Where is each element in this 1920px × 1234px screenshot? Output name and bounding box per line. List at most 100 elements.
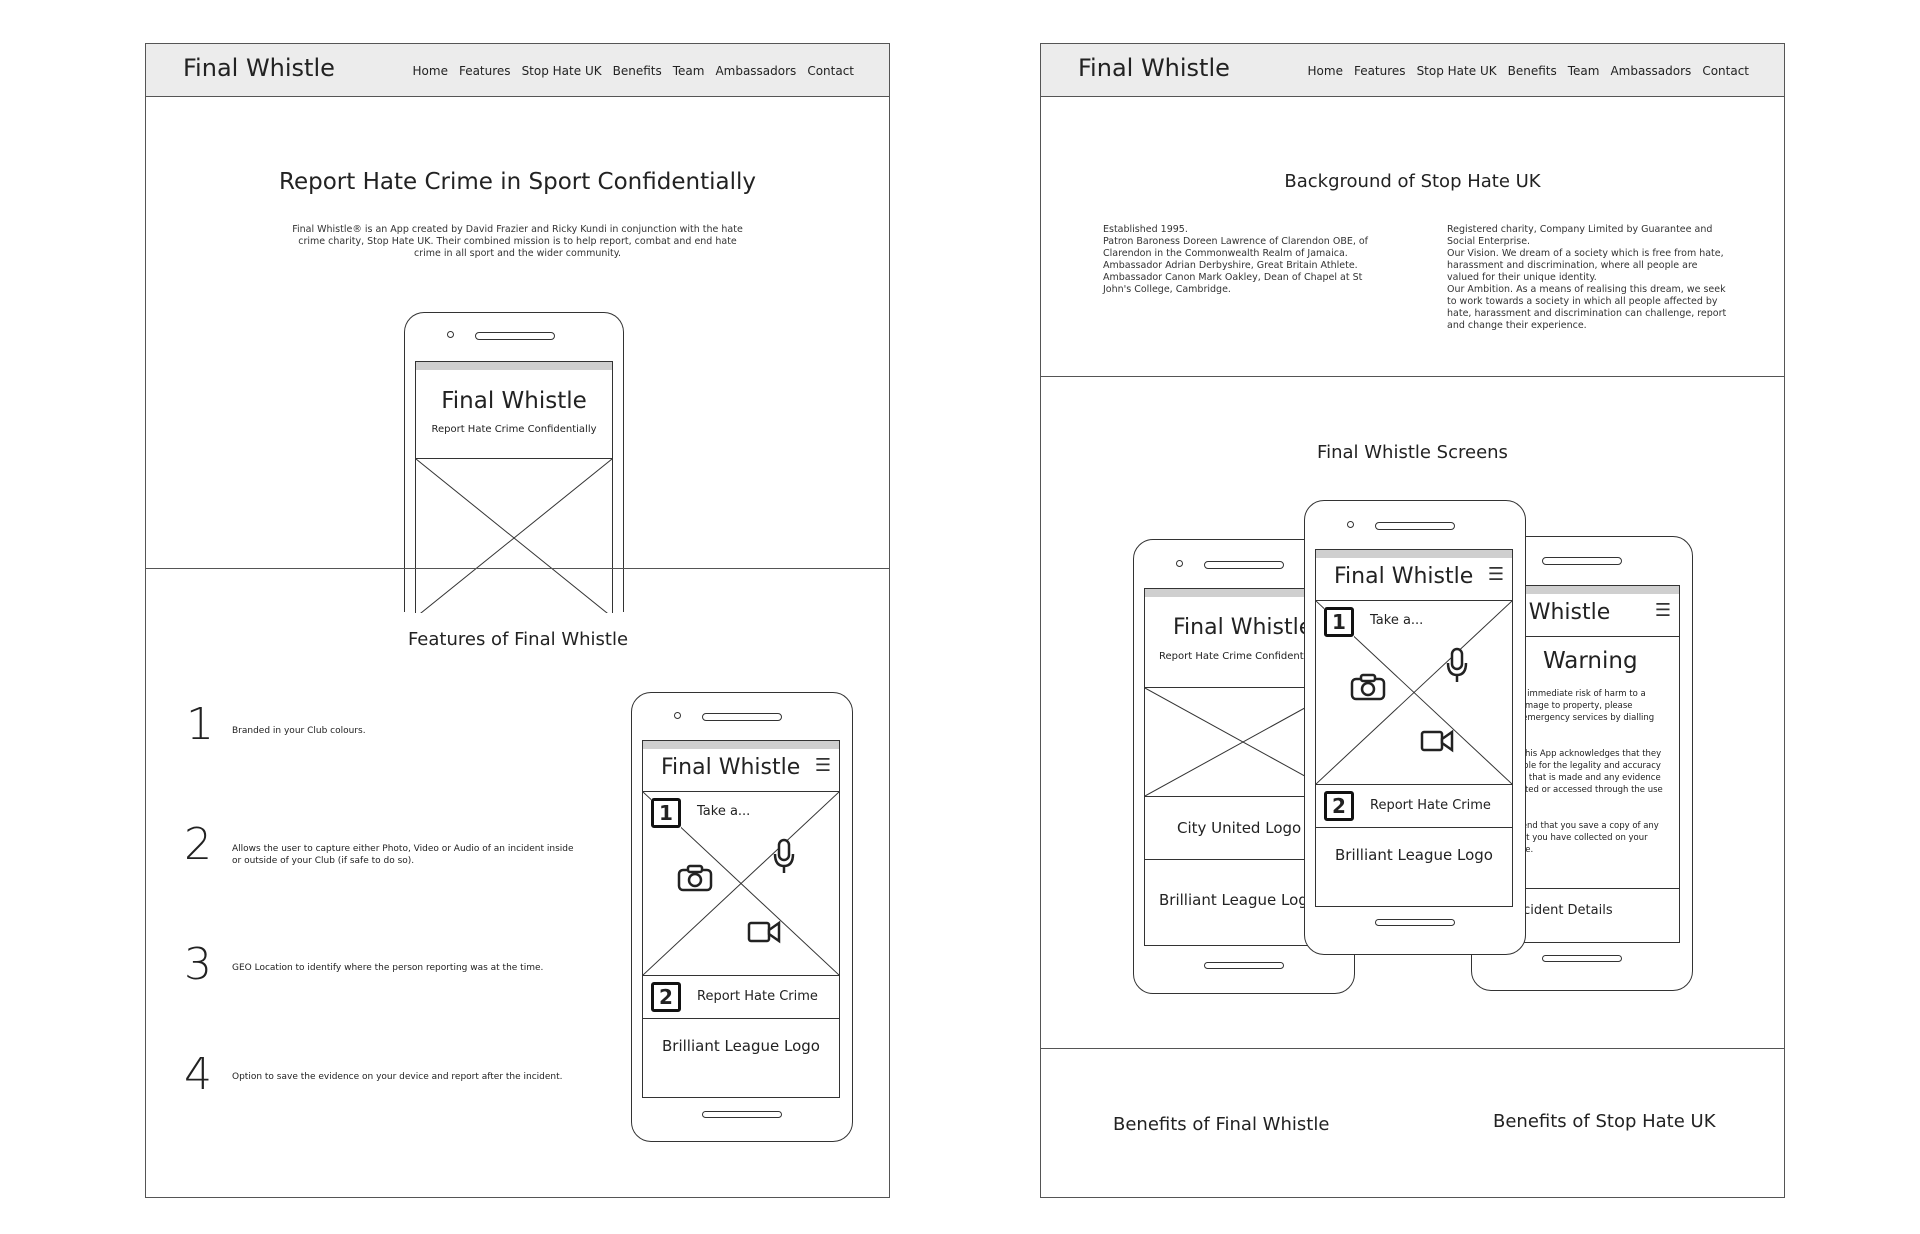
image-placeholder bbox=[416, 458, 612, 613]
step-label: Take a... bbox=[1370, 613, 1424, 628]
background-right-text: Registered charity, Company Limited by G… bbox=[1447, 224, 1727, 331]
phone-camera-icon bbox=[674, 712, 681, 719]
feature-phone-screen: Final Whistle ☰ 1 Take a... 2 Report Hat… bbox=[642, 740, 840, 1098]
screens-title: Final Whistle Screens bbox=[1317, 442, 1508, 463]
phone-app-subtitle: Report Hate Crime Confidentially bbox=[431, 424, 597, 435]
nav-team[interactable]: Team bbox=[672, 64, 705, 78]
phone-home-bar bbox=[1542, 955, 1622, 962]
nav-features[interactable]: Features bbox=[458, 64, 511, 78]
nav-links: Home Features Stop Hate UK Benefits Team… bbox=[1308, 64, 1749, 78]
step-label: Report Hate Crime bbox=[1370, 798, 1491, 813]
phone-speaker bbox=[475, 332, 555, 340]
step-badge: 1 bbox=[651, 798, 681, 828]
report-hate-crime-button[interactable]: 2 Report Hate Crime bbox=[643, 976, 839, 1019]
phone-app-subtitle: Report Hate Crime Confidentially bbox=[1159, 651, 1325, 662]
nav-ambassadors[interactable]: Ambassadors bbox=[715, 64, 797, 78]
phone-app-title: Final Whistle bbox=[441, 388, 587, 414]
capture-area: 1 Take a... bbox=[643, 791, 839, 976]
background-left-text: Established 1995. Patron Baroness Doreen… bbox=[1103, 224, 1369, 295]
benefits-final-whistle-title: Benefits of Final Whistle bbox=[1113, 1114, 1330, 1135]
league-logo: Brilliant League Logo bbox=[662, 1037, 820, 1055]
phone-status-bar bbox=[1483, 586, 1679, 594]
nav-benefits[interactable]: Benefits bbox=[612, 64, 662, 78]
phone-home-bar bbox=[1204, 962, 1284, 969]
phone-speaker bbox=[1542, 557, 1622, 565]
phone-speaker bbox=[702, 713, 782, 721]
nav-benefits[interactable]: Benefits bbox=[1507, 64, 1557, 78]
phone-app-title: Final Whistle bbox=[661, 755, 801, 780]
phone-camera-icon bbox=[447, 331, 454, 338]
camera-icon[interactable] bbox=[677, 864, 713, 892]
hero-title: Report Hate Crime in Sport Confidentiall… bbox=[279, 169, 756, 195]
step-label: Take a... bbox=[697, 804, 751, 819]
feature-number-2: 2 bbox=[184, 819, 212, 870]
step-label: Report Hate Crime bbox=[697, 989, 818, 1004]
wireframe-page-home: Final Whistle Home Features Stop Hate UK… bbox=[145, 43, 890, 1198]
feature-number-3: 3 bbox=[184, 939, 212, 990]
row-divider bbox=[1145, 859, 1341, 860]
menu-icon[interactable]: ☰ bbox=[814, 755, 831, 776]
phone-app-title: Final Whistle bbox=[1173, 615, 1313, 640]
league-logo: Brilliant League Logo bbox=[1159, 891, 1317, 909]
warning-title: Warning bbox=[1543, 648, 1638, 674]
camera-icon[interactable] bbox=[1350, 673, 1386, 701]
benefits-stop-hate-uk-title: Benefits of Stop Hate UK bbox=[1493, 1111, 1716, 1132]
feature-number-4: 4 bbox=[184, 1049, 212, 1100]
feature-text-4: Option to save the evidence on your devi… bbox=[232, 1072, 563, 1082]
nav-team[interactable]: Team bbox=[1567, 64, 1600, 78]
screen-phone-capture: Final Whistle ☰ 1 Take a... 2 Report Hat… bbox=[1304, 500, 1526, 955]
background-title: Background of Stop Hate UK bbox=[1284, 171, 1541, 192]
phone-screen: Final Whistle ☰ 1 Take a... 2 Report Hat… bbox=[1315, 549, 1513, 907]
phone-status-bar bbox=[1316, 550, 1512, 558]
phone-camera-icon bbox=[1176, 560, 1183, 567]
features-title: Features of Final Whistle bbox=[407, 629, 629, 650]
hero-text: Final Whistle® is an App created by Davi… bbox=[292, 224, 743, 259]
wireframe-page-stop-hate-uk: Final Whistle Home Features Stop Hate UK… bbox=[1040, 43, 1785, 1198]
phone-speaker bbox=[1204, 561, 1284, 569]
phone-status-bar bbox=[1145, 589, 1341, 597]
step-badge: 2 bbox=[1324, 791, 1354, 821]
club-logo: City United Logo bbox=[1177, 819, 1302, 837]
feature-text-2: Allows the user to capture either Photo,… bbox=[232, 844, 574, 866]
microphone-icon[interactable] bbox=[1446, 647, 1468, 683]
feature-text-1: Branded in your Club colours. bbox=[232, 726, 366, 736]
nav-stop-hate-uk[interactable]: Stop Hate UK bbox=[521, 64, 602, 78]
nav-links: Home Features Stop Hate UK Benefits Team… bbox=[413, 64, 854, 78]
brand-logo[interactable]: Final Whistle bbox=[183, 54, 335, 82]
capture-area: 1 Take a... bbox=[1316, 600, 1512, 785]
section-divider bbox=[1041, 376, 1784, 377]
step-badge: 2 bbox=[651, 982, 681, 1012]
phone-speaker bbox=[1375, 522, 1455, 530]
phone-camera-icon bbox=[1347, 521, 1354, 528]
incident-details-label: Incident Details bbox=[1511, 903, 1613, 918]
report-hate-crime-button[interactable]: 2 Report Hate Crime bbox=[1316, 785, 1512, 828]
nav-ambassadors[interactable]: Ambassadors bbox=[1610, 64, 1692, 78]
phone-home-bar bbox=[702, 1111, 782, 1118]
brand-logo[interactable]: Final Whistle bbox=[1078, 54, 1230, 82]
video-icon[interactable] bbox=[747, 920, 781, 944]
nav-home[interactable]: Home bbox=[1307, 64, 1343, 78]
nav-features[interactable]: Features bbox=[1353, 64, 1406, 78]
league-logo: Brilliant League Logo bbox=[1335, 846, 1493, 864]
menu-icon[interactable]: ☰ bbox=[1654, 600, 1671, 621]
phone-home-bar bbox=[1375, 919, 1455, 926]
section-divider bbox=[1041, 1048, 1784, 1049]
nav-contact[interactable]: Contact bbox=[807, 64, 854, 78]
row-divider bbox=[1483, 636, 1679, 637]
nav-stop-hate-uk[interactable]: Stop Hate UK bbox=[1416, 64, 1497, 78]
feature-number-1: 1 bbox=[186, 699, 214, 750]
menu-icon[interactable]: ☰ bbox=[1487, 564, 1504, 585]
phone-status-bar bbox=[416, 362, 612, 370]
microphone-icon[interactable] bbox=[773, 838, 795, 874]
phone-app-title: Final Whistle bbox=[1334, 564, 1474, 589]
nav-contact[interactable]: Contact bbox=[1702, 64, 1749, 78]
feature-text-3: GEO Location to identify where the perso… bbox=[232, 963, 544, 973]
video-icon[interactable] bbox=[1420, 729, 1454, 753]
hero-phone-screen: Final Whistle Report Hate Crime Confiden… bbox=[415, 361, 613, 613]
navbar: Final Whistle Home Features Stop Hate UK… bbox=[1041, 44, 1784, 97]
step-badge: 1 bbox=[1324, 607, 1354, 637]
section-divider bbox=[146, 568, 889, 569]
phone-status-bar bbox=[643, 741, 839, 749]
hero-phone-mockup: Final Whistle Report Hate Crime Confiden… bbox=[404, 312, 624, 613]
nav-home[interactable]: Home bbox=[412, 64, 448, 78]
